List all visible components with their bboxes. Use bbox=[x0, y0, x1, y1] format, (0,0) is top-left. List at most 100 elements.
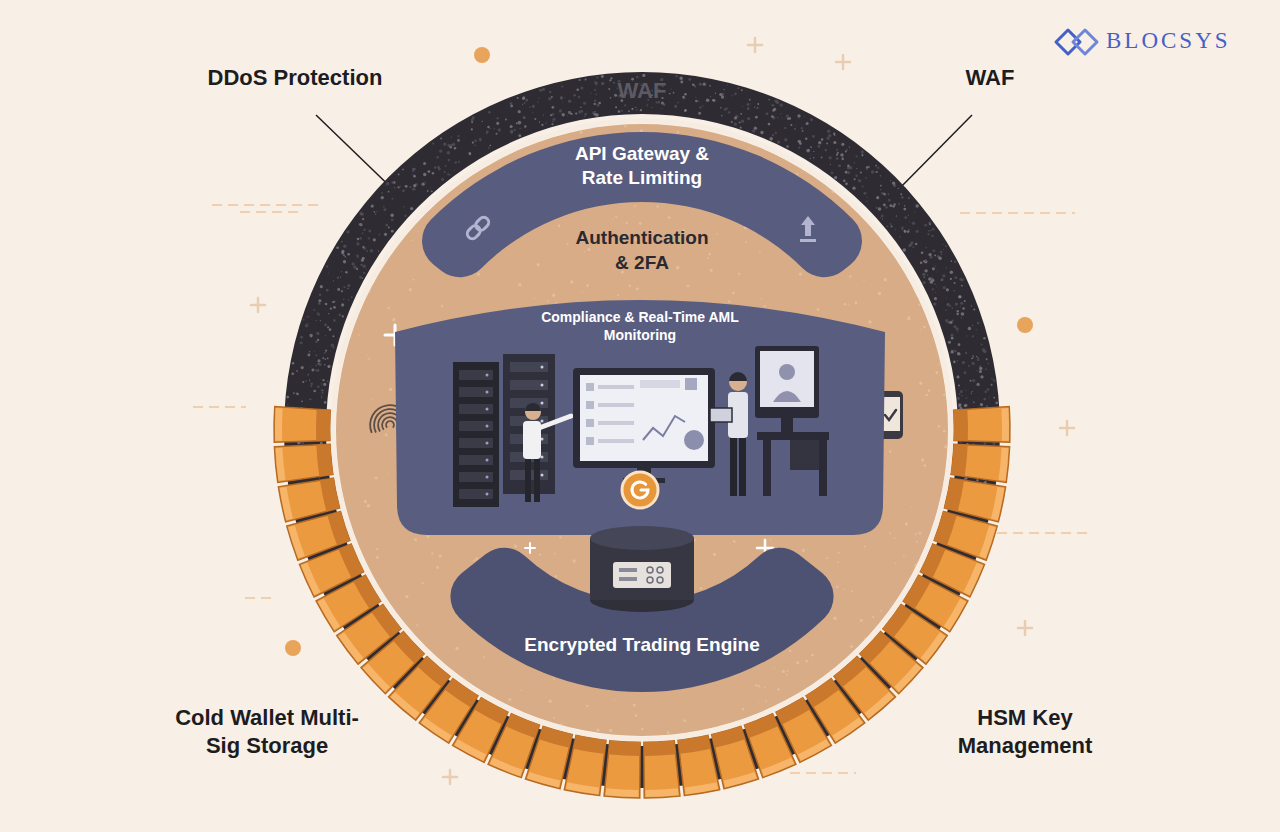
texture-dot bbox=[614, 94, 617, 97]
texture-dot bbox=[943, 430, 946, 433]
texture-dot bbox=[319, 363, 322, 366]
texture-dot bbox=[454, 147, 457, 150]
texture-dot bbox=[522, 96, 525, 99]
rack-slot bbox=[459, 472, 493, 482]
texture-dot bbox=[595, 94, 597, 96]
node-label: WAF bbox=[542, 78, 742, 104]
texture-dot bbox=[316, 332, 319, 335]
texture-dot bbox=[710, 269, 713, 272]
texture-dot bbox=[976, 356, 977, 357]
texture-dot bbox=[656, 205, 658, 207]
brick-highlight bbox=[921, 632, 946, 662]
texture-dot bbox=[322, 395, 323, 396]
texture-dot bbox=[854, 162, 855, 163]
texture-dot bbox=[747, 103, 750, 106]
texture-dot bbox=[347, 284, 350, 287]
texture-dot bbox=[715, 93, 716, 94]
texture-dot bbox=[441, 305, 444, 308]
list-line bbox=[598, 403, 634, 407]
texture-dot bbox=[871, 170, 874, 173]
texture-dot bbox=[950, 334, 953, 337]
brick-shade bbox=[644, 740, 676, 756]
texture-dot bbox=[968, 327, 972, 331]
texture-dot bbox=[317, 359, 320, 362]
texture-dot bbox=[475, 557, 478, 560]
texture-dot bbox=[592, 111, 595, 114]
texture-dot bbox=[469, 153, 471, 155]
texture-dot bbox=[351, 262, 354, 265]
texture-dot bbox=[964, 371, 967, 374]
texture-dot bbox=[661, 108, 662, 109]
texture-dot bbox=[325, 335, 326, 336]
texture-dot bbox=[903, 248, 907, 252]
logo-icon bbox=[1073, 30, 1097, 54]
texture-dot bbox=[568, 100, 571, 103]
texture-dot bbox=[731, 121, 733, 123]
texture-dot bbox=[613, 700, 614, 701]
texture-dot bbox=[840, 153, 843, 156]
compliance-panel-fill bbox=[395, 300, 885, 535]
texture-dot bbox=[837, 561, 839, 563]
callout-label: DDoS Protection bbox=[195, 64, 395, 92]
brick-highlight bbox=[454, 739, 486, 761]
texture-dot bbox=[326, 265, 328, 267]
engine-top bbox=[590, 526, 694, 550]
texture-dot bbox=[985, 368, 987, 370]
texture-dot bbox=[668, 216, 671, 219]
orange-dot bbox=[1017, 317, 1033, 333]
texture-dot bbox=[707, 257, 709, 259]
texture-dot bbox=[388, 191, 390, 193]
texture-dot bbox=[385, 224, 388, 227]
texture-dot bbox=[905, 522, 908, 525]
texture-dot bbox=[488, 111, 491, 114]
rack-light bbox=[486, 493, 489, 496]
texture-dot bbox=[957, 352, 960, 355]
texture-dot bbox=[594, 89, 596, 91]
texture-dot bbox=[934, 254, 936, 256]
texture-dot bbox=[684, 109, 686, 111]
texture-dot bbox=[951, 260, 953, 262]
texture-dot bbox=[560, 96, 563, 99]
texture-dot bbox=[827, 137, 830, 140]
texture-dot bbox=[769, 137, 773, 141]
texture-dot bbox=[788, 117, 791, 120]
texture-dot bbox=[309, 398, 310, 399]
texture-dot bbox=[907, 317, 910, 320]
texture-dot bbox=[965, 404, 968, 407]
texture-dot bbox=[983, 337, 985, 339]
texture-dot bbox=[684, 109, 687, 112]
texture-dot bbox=[864, 638, 866, 640]
texture-dot bbox=[904, 216, 907, 219]
texture-dot bbox=[615, 216, 617, 218]
texture-dot bbox=[362, 232, 364, 234]
texture-dot bbox=[682, 96, 685, 99]
cold-wallet-brick bbox=[712, 726, 759, 789]
texture-dot bbox=[341, 241, 342, 242]
texture-dot bbox=[733, 540, 735, 542]
texture-dot bbox=[667, 731, 670, 734]
texture-dot bbox=[932, 288, 934, 290]
texture-dot bbox=[545, 122, 547, 124]
texture-dot bbox=[955, 302, 958, 305]
texture-dot bbox=[624, 125, 627, 128]
texture-dot bbox=[347, 253, 350, 256]
texture-dot bbox=[932, 249, 935, 252]
texture-dot bbox=[754, 126, 757, 129]
texture-dot bbox=[532, 112, 533, 113]
texture-dot bbox=[868, 166, 870, 168]
node-label: Compliance & Real-Time AML Monitoring bbox=[530, 308, 750, 344]
texture-dot bbox=[679, 77, 683, 81]
brick-highlight bbox=[390, 692, 419, 718]
brick-highlight bbox=[944, 598, 966, 630]
texture-dot bbox=[356, 242, 359, 245]
texture-dot bbox=[552, 121, 553, 122]
texture-dot bbox=[552, 294, 556, 298]
texture-dot bbox=[516, 122, 518, 124]
texture-dot bbox=[587, 248, 590, 251]
texture-dot bbox=[613, 82, 614, 83]
texture-dot bbox=[838, 552, 839, 553]
texture-dot bbox=[908, 229, 910, 231]
texture-dot bbox=[958, 343, 961, 346]
cold-wallet-brick bbox=[274, 407, 331, 443]
texture-dot bbox=[584, 113, 587, 116]
